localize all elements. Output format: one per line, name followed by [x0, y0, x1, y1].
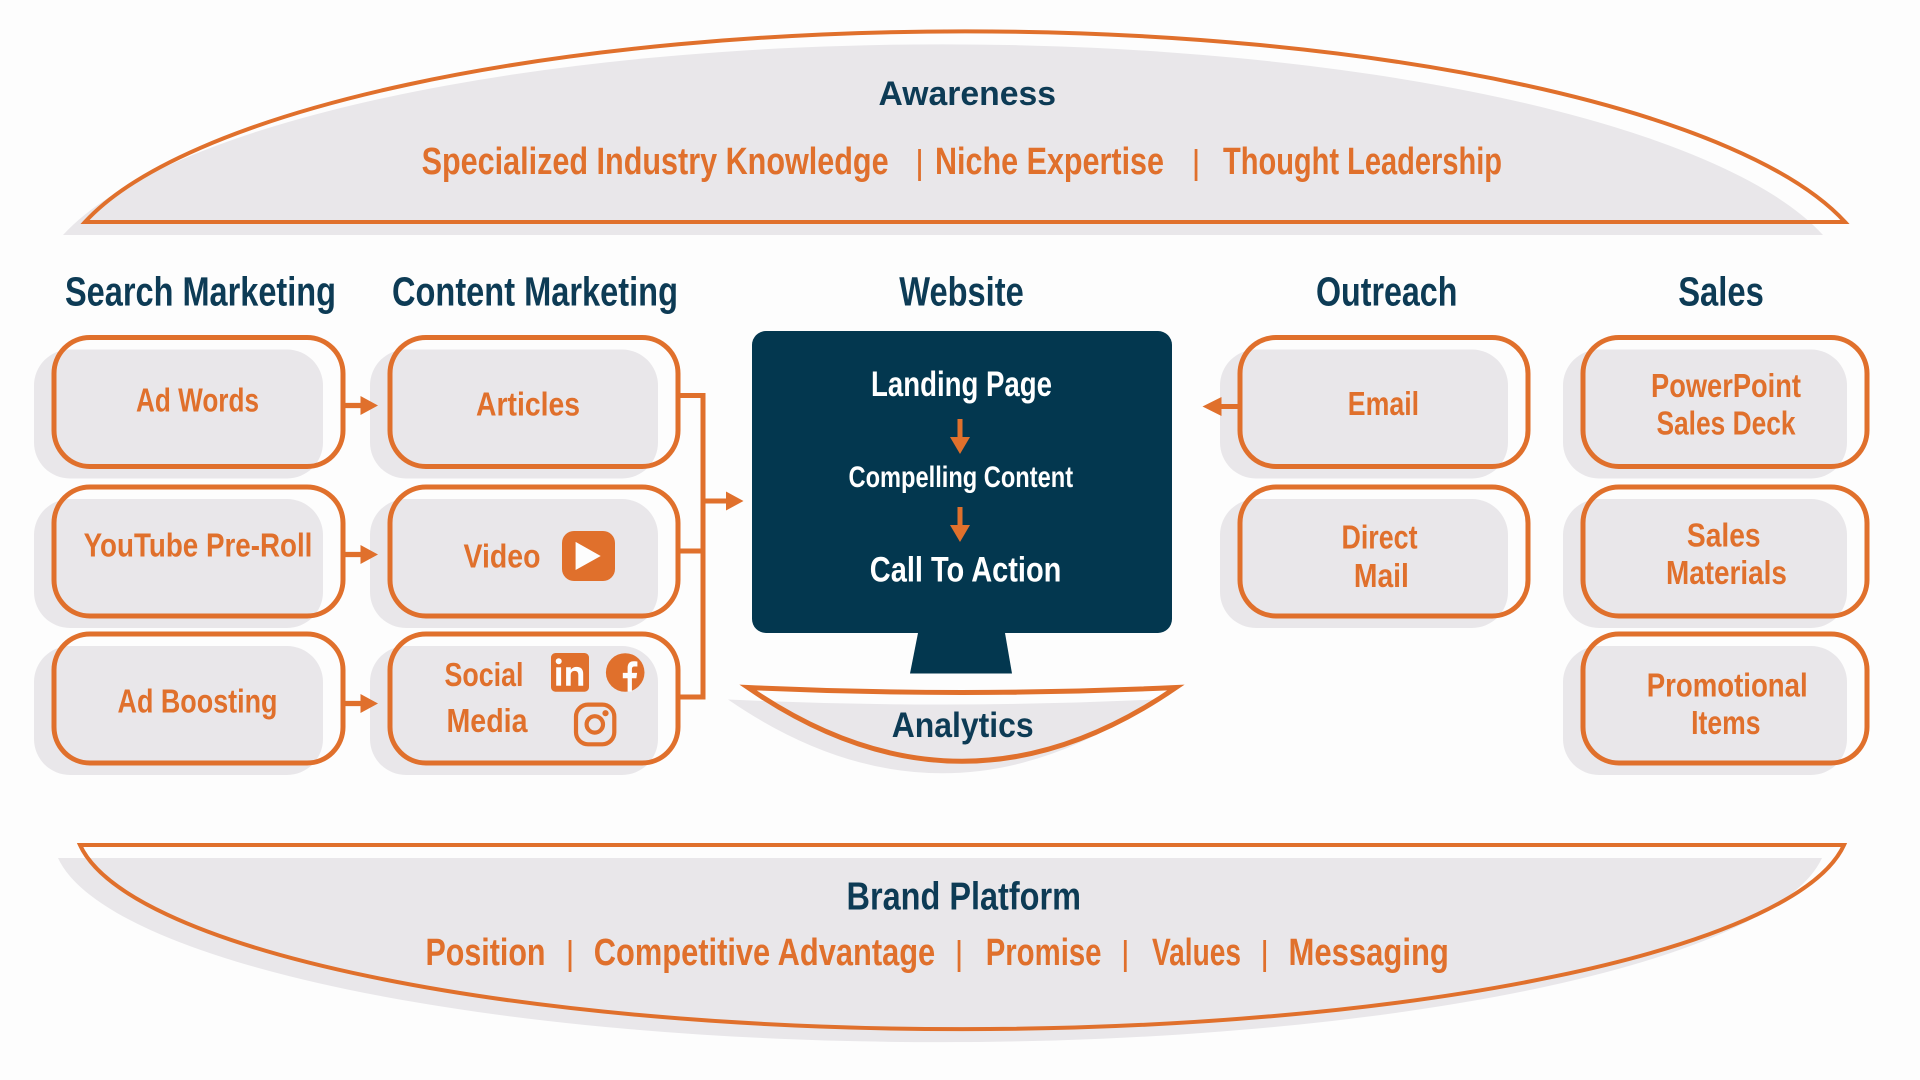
svg-text:Website: Website	[899, 269, 1024, 315]
svg-text:Messaging: Messaging	[1289, 932, 1449, 974]
svg-text:|: |	[1121, 935, 1130, 973]
svg-text:Articles: Articles	[476, 386, 580, 423]
svg-text:Video: Video	[464, 538, 541, 575]
svg-text:Mail: Mail	[1354, 557, 1409, 594]
svg-text:Competitive Advantage: Competitive Advantage	[594, 932, 935, 974]
svg-text:Promotional: Promotional	[1647, 667, 1808, 704]
svg-text:|: |	[915, 144, 924, 182]
svg-text:Media: Media	[447, 702, 529, 739]
svg-text:Email: Email	[1348, 385, 1419, 422]
svg-text:Values: Values	[1152, 932, 1241, 974]
svg-text:Ad Boosting: Ad Boosting	[118, 683, 278, 720]
svg-text:Outreach: Outreach	[1316, 269, 1457, 315]
svg-text:|: |	[566, 935, 575, 973]
svg-text:Social: Social	[445, 656, 524, 693]
svg-text:|: |	[955, 935, 964, 973]
svg-text:Analytics: Analytics	[892, 706, 1034, 745]
svg-text:|: |	[1260, 935, 1269, 973]
svg-text:Content Marketing: Content Marketing	[392, 269, 678, 315]
svg-text:Ad Words: Ad Words	[136, 382, 259, 419]
svg-text:Search Marketing: Search Marketing	[65, 269, 336, 315]
svg-text:Direct: Direct	[1342, 519, 1418, 556]
svg-text:Items: Items	[1691, 704, 1760, 741]
svg-text:Call To Action: Call To Action	[870, 550, 1062, 589]
svg-text:Thought Leadership: Thought Leadership	[1223, 140, 1502, 182]
svg-text:Sales: Sales	[1687, 517, 1761, 554]
svg-text:|: |	[1192, 144, 1201, 182]
svg-text:Position: Position	[426, 932, 546, 974]
svg-text:Specialized Industry Knowledge: Specialized Industry Knowledge	[422, 140, 889, 182]
svg-text:Materials: Materials	[1666, 554, 1787, 591]
svg-text:Landing Page: Landing Page	[871, 365, 1052, 404]
svg-text:YouTube Pre-Roll: YouTube Pre-Roll	[84, 527, 313, 564]
svg-text:Niche Expertise: Niche Expertise	[935, 140, 1164, 182]
svg-text:PowerPoint: PowerPoint	[1651, 367, 1801, 404]
svg-text:Promise: Promise	[986, 932, 1102, 974]
svg-text:Brand Platform: Brand Platform	[847, 876, 1082, 919]
svg-text:Sales Deck: Sales Deck	[1657, 405, 1797, 442]
svg-text:Compelling Content: Compelling Content	[849, 461, 1074, 494]
svg-text:Awareness: Awareness	[879, 75, 1057, 113]
svg-text:Sales: Sales	[1678, 269, 1764, 315]
